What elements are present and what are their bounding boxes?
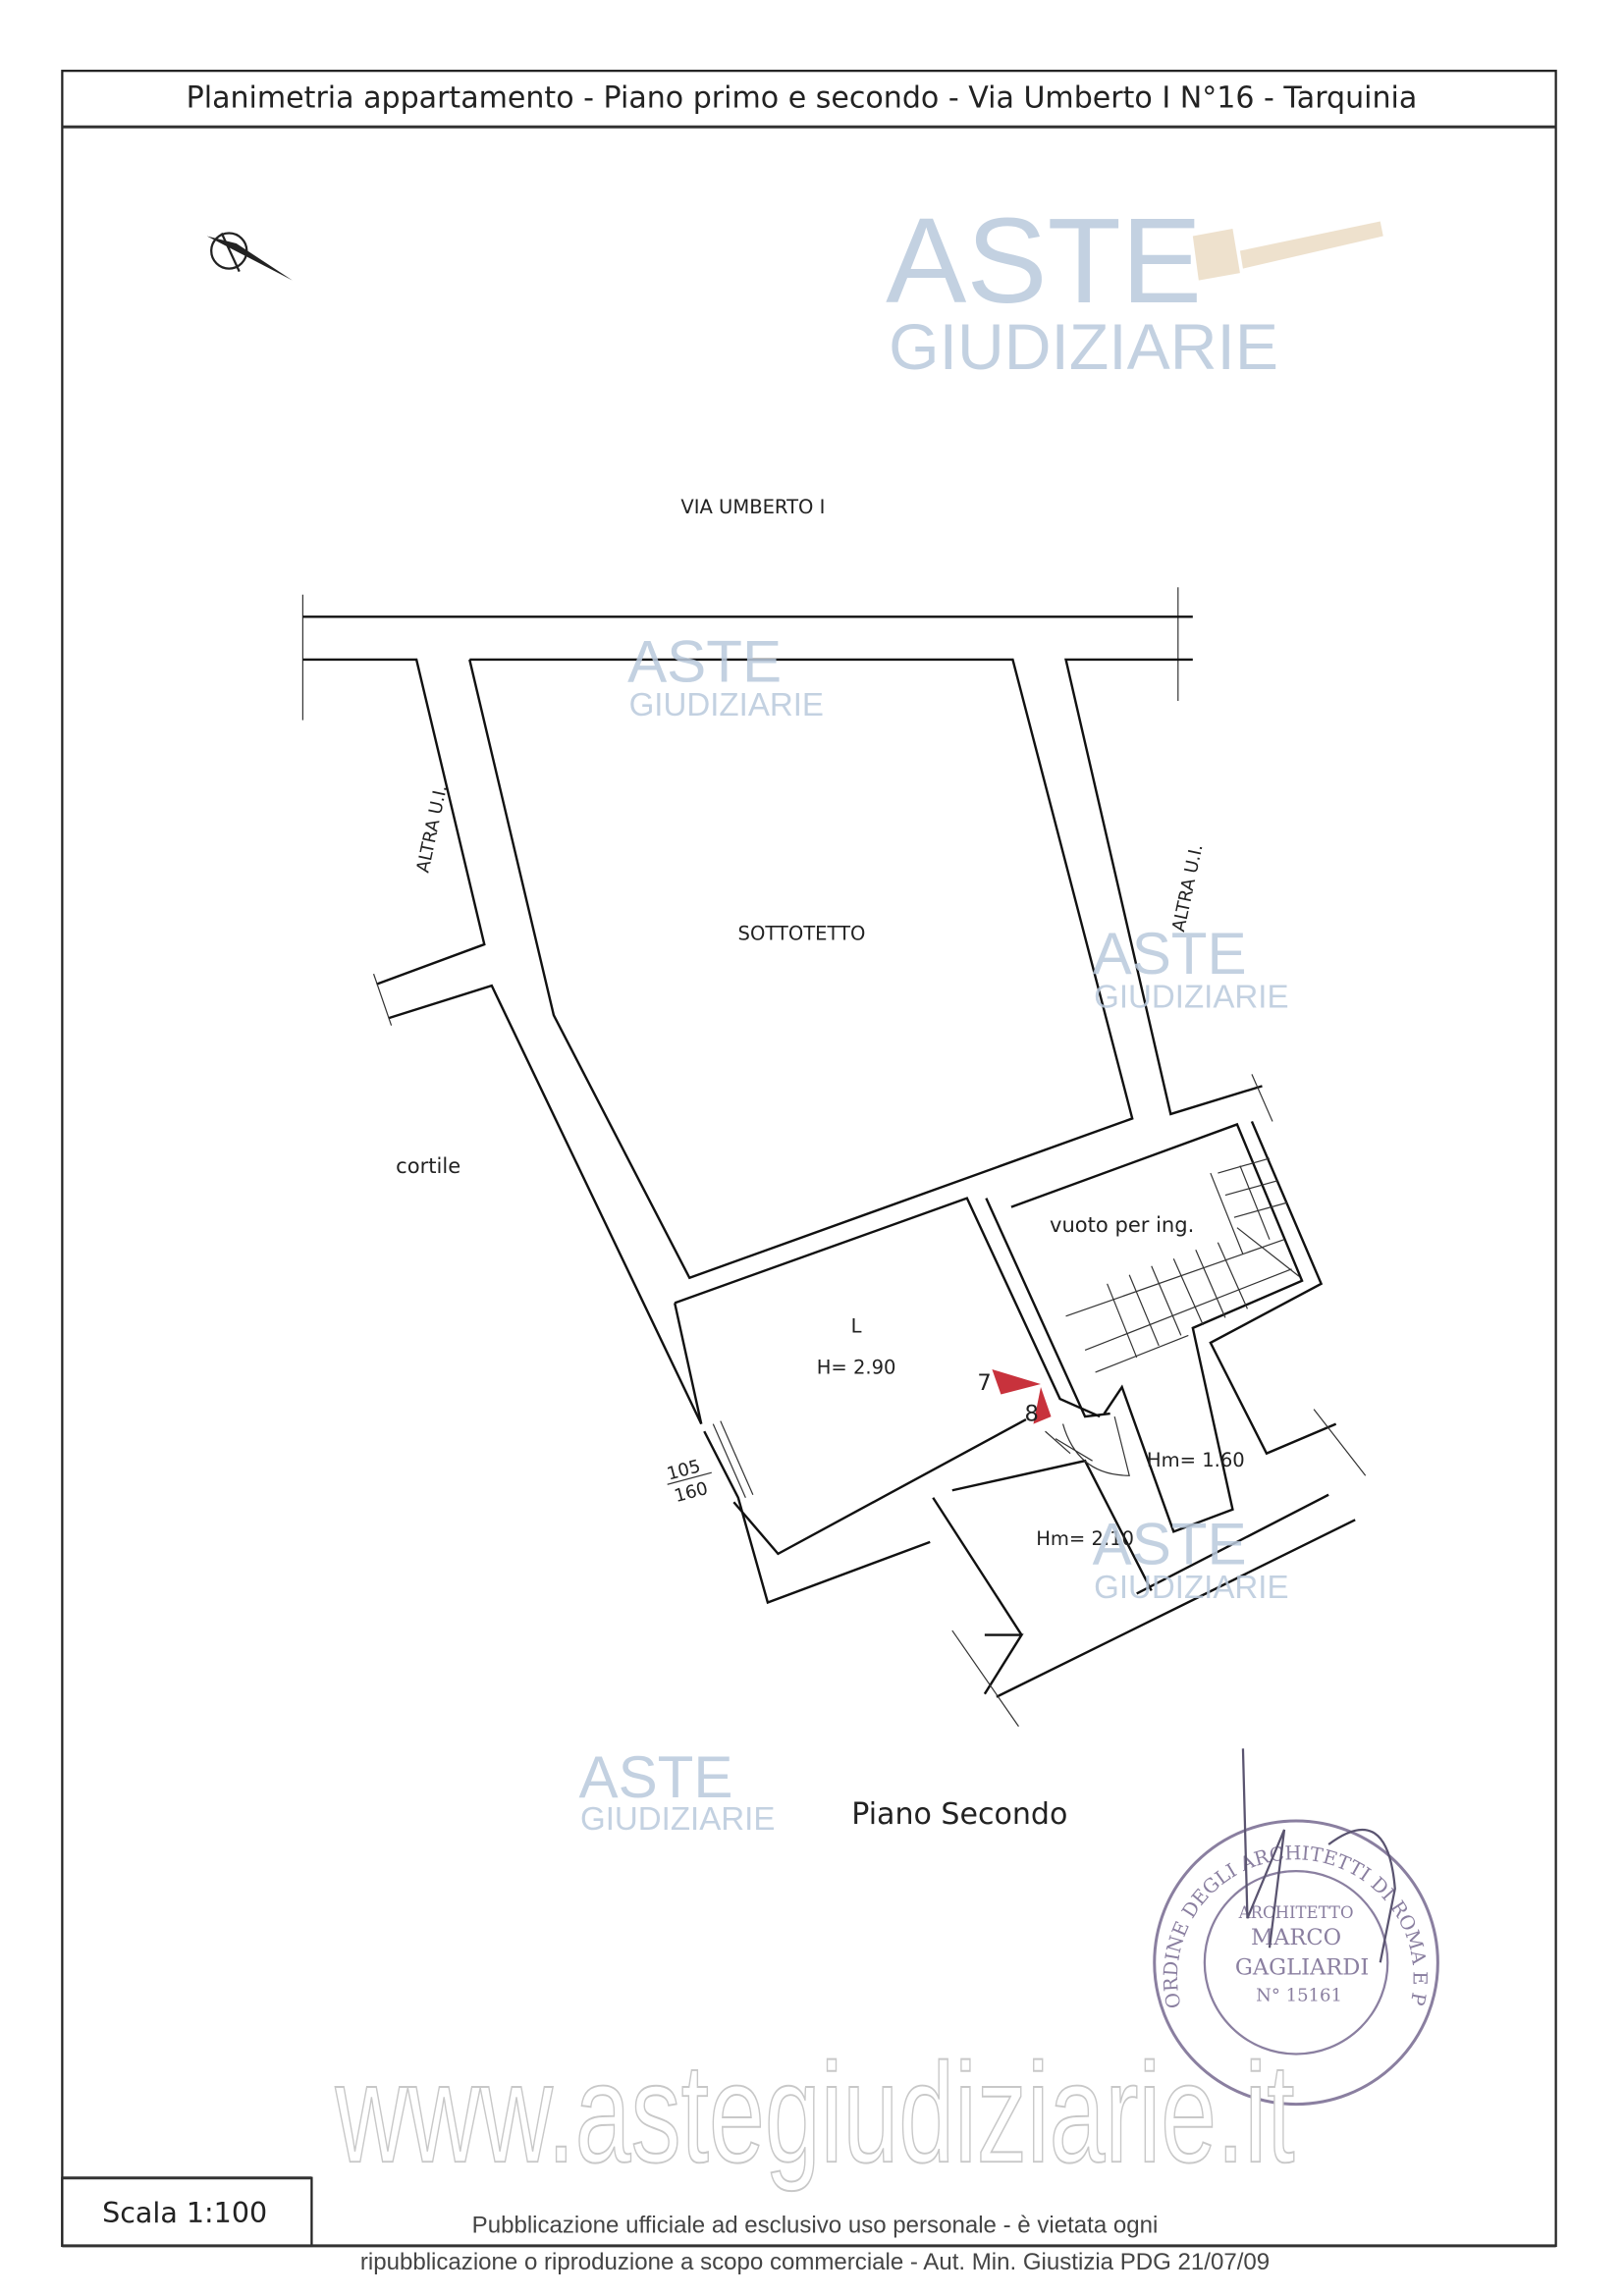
svg-text:MARCO: MARCO — [1251, 1925, 1341, 1950]
url-watermark: www.astegiudiziarie.it — [335, 2033, 1295, 2192]
svg-text:GIUDIZIARIE: GIUDIZIARIE — [889, 311, 1278, 384]
neighbor-label-left: ALTRA U.I. — [413, 783, 452, 875]
plan-walls — [301, 587, 1367, 1728]
watermark-logo: ASTE GIUDIZIARIE — [886, 193, 1383, 384]
floor-label: Piano Secondo — [851, 1797, 1067, 1832]
svg-text:GIUDIZIARIE: GIUDIZIARIE — [629, 687, 824, 723]
area-label-cortile: cortile — [396, 1153, 460, 1178]
svg-text:GIUDIZIARIE: GIUDIZIARIE — [1094, 1570, 1288, 1606]
footer-disclaimer-line1: Pubblicazione ufficiale ad esclusivo uso… — [472, 2212, 1159, 2238]
page-title: Planimetria appartamento - Piano primo e… — [187, 81, 1418, 116]
room-label-vuoto: vuoto per ing. — [1050, 1212, 1194, 1237]
svg-text:N° 15161: N° 15161 — [1256, 1985, 1342, 2005]
svg-text:ARCHITETTO: ARCHITETTO — [1238, 1903, 1354, 1922]
north-arrow-icon — [206, 232, 293, 281]
view-number-8: 8 — [1024, 1402, 1038, 1427]
room-label-sottotetto: SOTTOTETTO — [738, 923, 866, 945]
svg-text:ASTE: ASTE — [1093, 1511, 1247, 1576]
svg-text:ASTE: ASTE — [627, 628, 782, 694]
room-height-hm160: Hm= 1.60 — [1147, 1449, 1245, 1471]
svg-text:ASTE: ASTE — [578, 1744, 732, 1810]
signature — [1241, 1748, 1396, 1963]
view-arrow-icons — [992, 1368, 1052, 1424]
svg-text:ASTE: ASTE — [1093, 921, 1247, 987]
room-label-living: L — [851, 1314, 862, 1337]
svg-text:GAGLIARDI: GAGLIARDI — [1235, 1954, 1369, 1980]
street-label: VIA UMBERTO I — [680, 496, 825, 518]
room-height-living: H= 2.90 — [817, 1356, 896, 1378]
watermark-logo: ASTE GIUDIZIARIE ASTE GIUDIZIARIE ASTE G… — [578, 628, 1288, 1837]
footer-disclaimer-line2: ripubblicazione o riproduzione a scopo c… — [360, 2249, 1270, 2275]
svg-text:GIUDIZIARIE: GIUDIZIARIE — [1094, 980, 1288, 1016]
svg-text:GIUDIZIARIE: GIUDIZIARIE — [580, 1801, 775, 1838]
room-height-hm210: Hm= 2.10 — [1036, 1527, 1134, 1550]
scale-label: Scala 1:100 — [102, 2196, 267, 2229]
view-number-7: 7 — [977, 1370, 991, 1396]
svg-text:ASTE: ASTE — [886, 193, 1202, 329]
